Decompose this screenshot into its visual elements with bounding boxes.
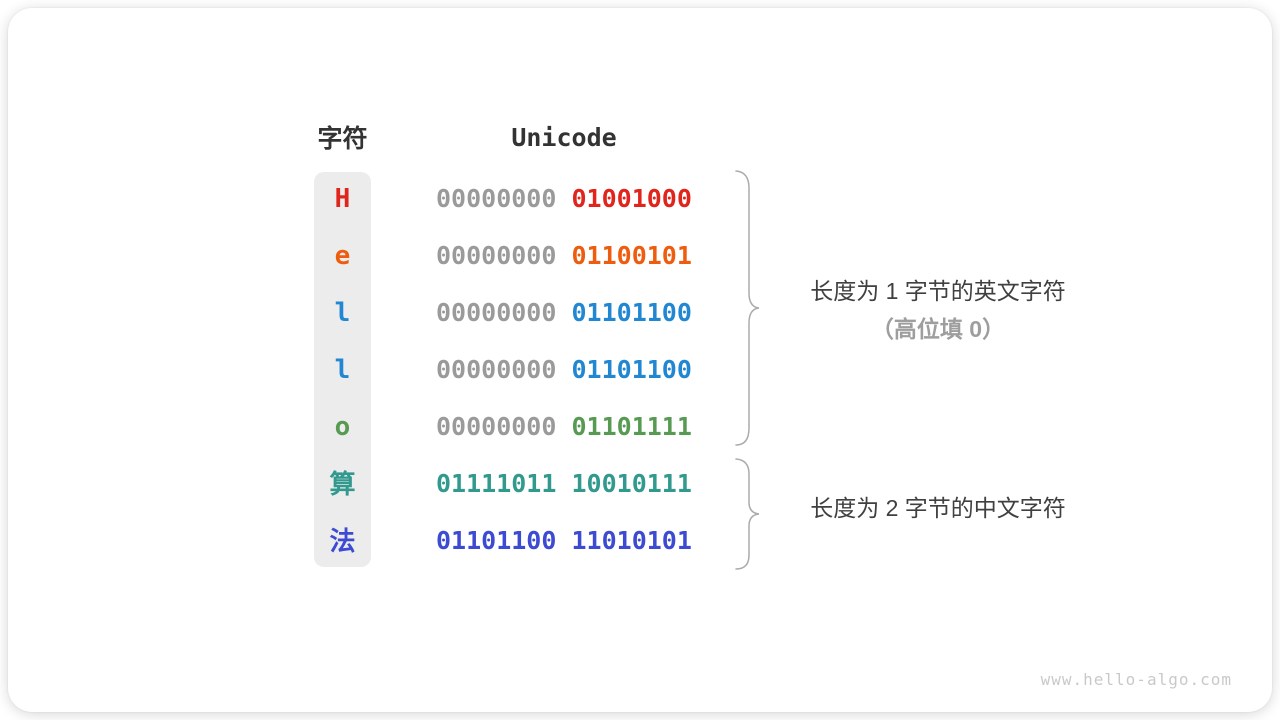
byte-high: 00000000	[436, 241, 557, 270]
byte-low: 10010111	[571, 469, 692, 498]
column-header-unicode: Unicode	[511, 123, 617, 152]
annotation-english-chars: 长度为 1 字节的英文字符 （高位填 0）	[748, 276, 1128, 345]
byte-high: 00000000	[436, 412, 557, 441]
char-cell-l: l	[334, 355, 351, 385]
char-cell-fa: 法	[329, 526, 356, 556]
annotation-english-line2: （高位填 0）	[870, 316, 1006, 342]
byte-high: 00000000	[436, 298, 557, 327]
unicode-bits-row: 00000000 01100101	[436, 239, 696, 273]
annotation-english-line1: 长度为 1 字节的英文字符	[810, 278, 1066, 304]
byte-high: 01101100	[436, 526, 557, 555]
unicode-bits-row: 00000000 01101100	[436, 353, 696, 387]
unicode-bits-row: 00000000 01101100	[436, 296, 696, 330]
byte-low: 01101111	[571, 412, 692, 441]
unicode-bits-row: 01101100 11010101	[436, 524, 696, 558]
watermark: www.hello-algo.com	[1040, 670, 1232, 689]
byte-high: 00000000	[436, 355, 557, 384]
byte-low: 11010101	[571, 526, 692, 555]
character-column-background	[314, 172, 371, 567]
char-cell-o: o	[334, 412, 351, 442]
brace-chinese-group	[735, 458, 760, 570]
byte-high: 00000000	[436, 184, 557, 213]
char-cell-e: e	[334, 241, 351, 271]
unicode-bits-row: 01111011 10010111	[436, 467, 696, 501]
byte-low: 01101100	[571, 298, 692, 327]
column-header-character: 字符	[317, 125, 368, 153]
char-cell-H: H	[334, 184, 351, 214]
annotation-chinese-chars: 长度为 2 字节的中文字符	[748, 493, 1128, 524]
brace-english-group	[735, 170, 760, 446]
byte-low: 01101100	[571, 355, 692, 384]
annotation-chinese-line1: 长度为 2 字节的中文字符	[810, 495, 1066, 521]
grouping-braces	[735, 170, 760, 570]
unicode-bits-row: 00000000 01101111	[436, 410, 696, 444]
byte-low: 01100101	[571, 241, 692, 270]
byte-high: 01111011	[436, 469, 557, 498]
byte-low: 01001000	[571, 184, 692, 213]
unicode-bits-row: 00000000 01001000	[436, 182, 696, 216]
char-cell-suan: 算	[329, 469, 356, 499]
diagram-card: 字符 Unicode H 00000000 01001000 e 0000000…	[8, 8, 1272, 712]
char-cell-l: l	[334, 298, 351, 328]
